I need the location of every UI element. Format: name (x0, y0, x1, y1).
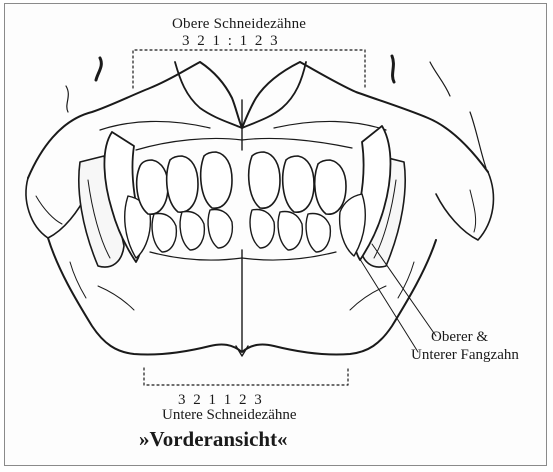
upper-incisor-bracket (133, 50, 365, 88)
right-zygomatic-arch (436, 172, 493, 240)
lower-incisor-3-left (152, 214, 176, 253)
upper-gum-line (136, 138, 352, 150)
upper-incisor-3-left (137, 160, 168, 214)
upper-incisor-1-right (249, 152, 280, 208)
upper-incisor-2-left (167, 156, 198, 212)
lower-incisor-3-right (306, 214, 330, 253)
maxilla-line-right (274, 121, 386, 130)
upper-incisors-title: Obere Schneidezähne (172, 16, 306, 33)
maxilla-line-left (100, 121, 210, 130)
view-title: »Vorderansicht« (139, 427, 288, 452)
lower-incisor-2-right (278, 212, 302, 251)
lower-gum-line (150, 252, 336, 260)
canine-label-line2: Unterer Fangzahn (411, 347, 519, 364)
upper-incisors (137, 152, 346, 214)
canine-label-line1: Oberer & (431, 329, 488, 346)
upper-incisor-2-right (283, 156, 314, 212)
lower-incisor-1-left (208, 210, 232, 249)
lower-incisor-2-left (180, 212, 204, 251)
lower-incisor-1-right (250, 210, 274, 249)
lower-incisor-bracket (144, 368, 348, 385)
canine-leader-line-upper (372, 244, 436, 336)
canine-leader-line-lower (358, 256, 418, 352)
upper-incisors-numbers: 3 2 1 : 1 2 3 (182, 33, 280, 50)
lower-incisors (152, 210, 330, 253)
lower-incisors-title: Untere Schneidezähne (162, 407, 297, 424)
upper-incisor-3-right (315, 160, 346, 214)
upper-incisor-1-left (201, 152, 232, 208)
nasal-outline (175, 62, 306, 128)
